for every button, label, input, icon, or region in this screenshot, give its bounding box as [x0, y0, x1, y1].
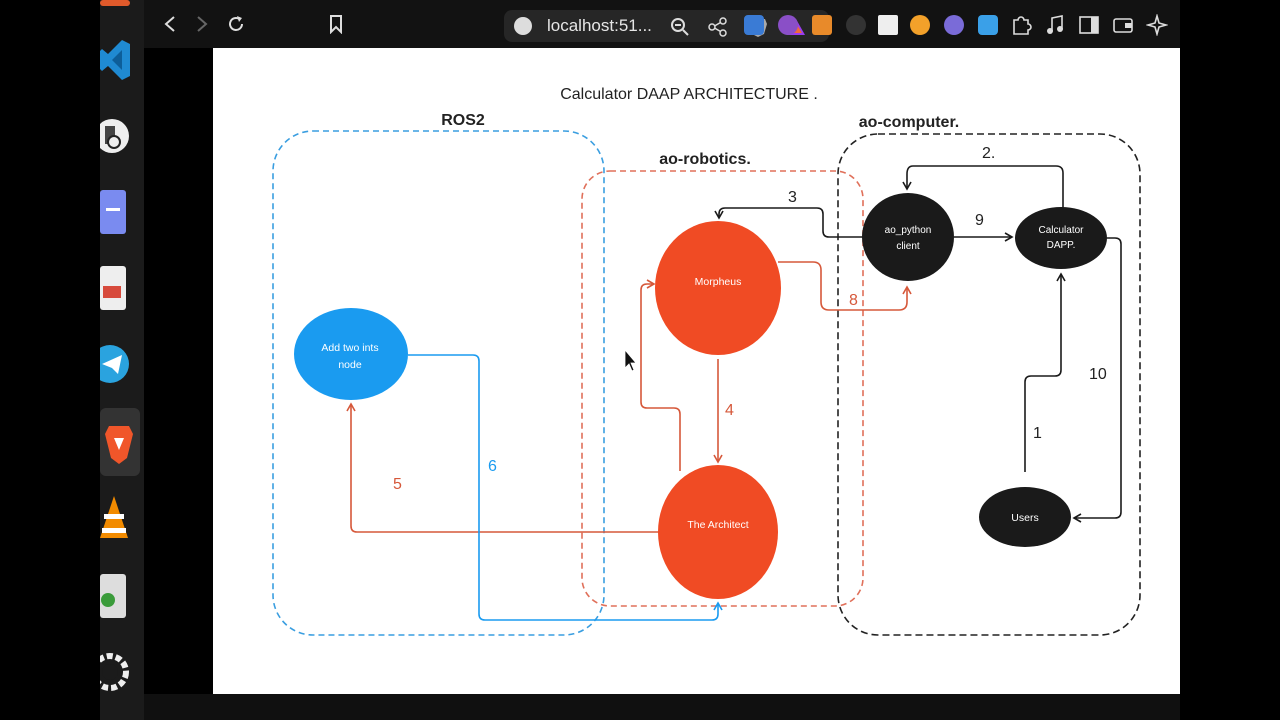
extension-screen-icon[interactable] [978, 15, 998, 35]
extension-apps-icon[interactable] [744, 15, 764, 35]
edge-2 [902, 165, 1064, 215]
architecture-diagram: Calculator DAAP ARCHITECTURE . ROS2 ao-r… [272, 86, 1141, 636]
calculator-dapp-node[interactable] [1015, 207, 1107, 269]
edge-3 [714, 207, 863, 238]
forward-button[interactable] [190, 12, 214, 36]
morpheus-label: Morpheus [695, 276, 742, 288]
app-config-icon[interactable] [100, 112, 130, 160]
ros2-group-label: ROS2 [441, 112, 485, 129]
bottom-edge [144, 694, 1180, 720]
back-button[interactable] [158, 12, 182, 36]
edge-label-10: 10 [1089, 366, 1107, 383]
reload-button[interactable] [224, 12, 248, 36]
add-two-ints-label-1: Add two ints [321, 342, 378, 354]
edge-label-4: 4 [725, 402, 734, 419]
bookmark-icon[interactable] [324, 12, 348, 36]
edge-label-8: 8 [849, 292, 858, 309]
edge-8 [778, 261, 912, 311]
morpheus-node[interactable] [655, 221, 781, 355]
media-music-icon[interactable] [1044, 14, 1066, 41]
edge-6 [408, 354, 723, 621]
edge-label-2: 2. [982, 145, 995, 162]
share-icon[interactable] [708, 17, 728, 42]
extension-coin-icon[interactable] [910, 15, 930, 35]
ao-python-label-1: ao_python [885, 225, 932, 236]
edge-1 [1024, 272, 1066, 472]
extension-ghost-icon[interactable] [944, 15, 964, 35]
edge-label-3: 3 [788, 189, 797, 206]
add-two-ints-node[interactable] [294, 308, 408, 400]
leo-ai-icon[interactable] [1145, 13, 1169, 41]
app-dock [100, 0, 144, 720]
address-bar[interactable]: localhost:51... [504, 10, 829, 42]
trash-icon[interactable] [100, 572, 130, 620]
calculator-label-2: DAPP. [1047, 240, 1076, 251]
telegram-icon[interactable] [100, 340, 130, 388]
dock-app-top[interactable] [100, 0, 130, 6]
browser-toolbar: localhost:51... [144, 0, 1180, 48]
diagram-title: Calculator DAAP ARCHITECTURE . [560, 86, 818, 103]
edge-10 [1072, 237, 1122, 523]
edge-label-1: 1 [1033, 425, 1042, 442]
edge-architect-to-morpheus [640, 279, 681, 471]
architect-label: The Architect [687, 519, 748, 531]
document-viewer-icon[interactable] [100, 264, 130, 312]
mouse-cursor-icon [624, 348, 637, 372]
wallet-icon[interactable] [1112, 14, 1134, 41]
edge-label-9: 9 [975, 212, 984, 229]
text-editor-icon[interactable] [100, 188, 130, 236]
extension-circle-icon[interactable] [846, 15, 866, 35]
edge-5 [346, 402, 659, 533]
site-info-icon[interactable] [514, 17, 532, 35]
vlc-icon[interactable] [100, 494, 130, 542]
edge-label-6: 6 [488, 458, 497, 475]
ao-python-label-2: client [896, 241, 920, 252]
add-two-ints-label-2: node [338, 359, 362, 371]
extension-avatar-icon[interactable] [778, 15, 798, 35]
extensions-puzzle-icon[interactable] [1010, 14, 1032, 41]
ao-computer-group-box [837, 133, 1141, 636]
users-node[interactable] [979, 487, 1071, 547]
zoom-icon[interactable] [670, 17, 690, 42]
ao-robotics-group-label: ao-robotics. [659, 151, 751, 168]
metamask-icon[interactable] [812, 15, 832, 35]
qr-code-icon[interactable] [878, 15, 898, 35]
edge-label-5: 5 [393, 476, 402, 493]
sidebar-toggle-icon[interactable] [1078, 14, 1100, 41]
url-text[interactable]: localhost:51... [547, 16, 652, 35]
calculator-label-1: Calculator [1038, 225, 1084, 236]
right-edge [1180, 0, 1280, 720]
settings-gear-icon[interactable] [100, 648, 130, 696]
vscode-icon[interactable] [100, 36, 130, 84]
architect-node[interactable] [658, 465, 778, 599]
ao-computer-group-label: ao-computer. [859, 114, 959, 131]
page-content: Calculator DAAP ARCHITECTURE . ROS2 ao-r… [213, 48, 1180, 694]
ao-python-client-node[interactable] [862, 193, 954, 281]
ros2-group-box [272, 130, 605, 636]
brave-browser-icon[interactable] [100, 408, 140, 476]
users-label: Users [1011, 512, 1038, 524]
